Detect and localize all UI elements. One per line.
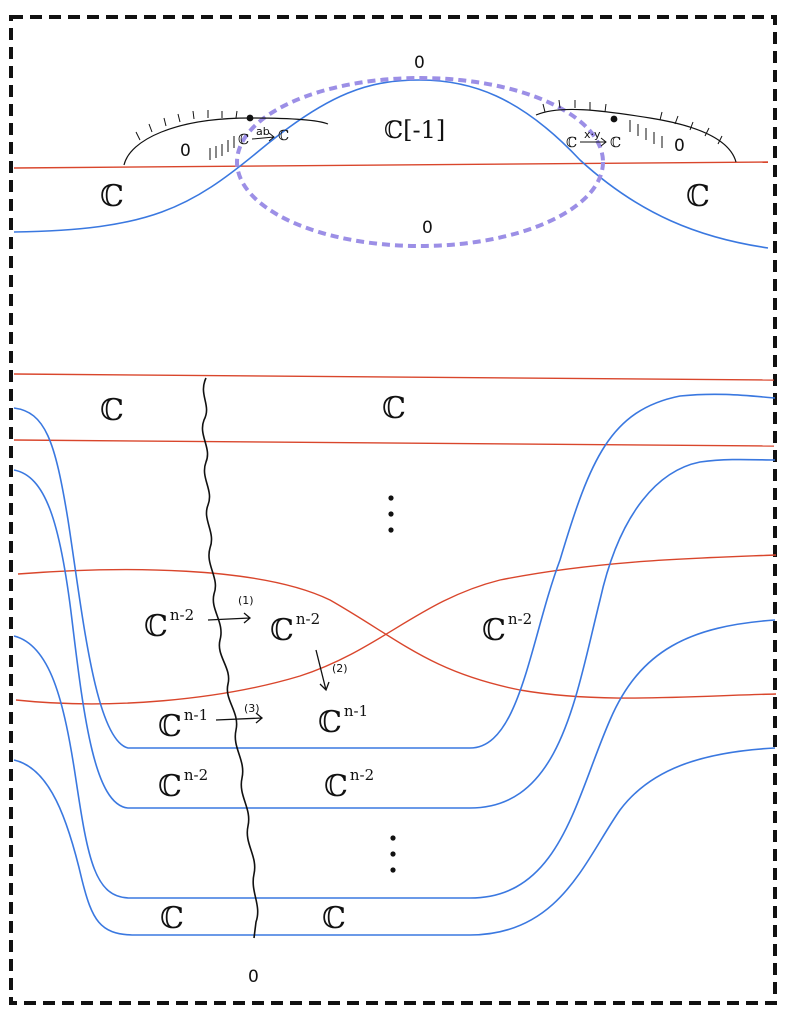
left-marked-point [246, 114, 254, 122]
vertical-dots-upper [388, 495, 394, 533]
red-curve-b [15, 554, 777, 705]
c-left-label: ℂ [100, 179, 124, 214]
zero-inner-label: 0 [422, 218, 433, 238]
zero-right-bump-label: 0 [674, 136, 685, 156]
left-hatched-arc [123, 117, 329, 166]
left-small-map: ℂ ab ℂ [238, 125, 289, 148]
left-map-target: ℂ [278, 128, 289, 144]
arrow-2: (2) [315, 649, 348, 692]
red-line-1 [13, 373, 775, 381]
dashed-ellipse [235, 76, 605, 248]
vertical-dots-lower [390, 835, 396, 873]
blue-u-curve-1 [13, 393, 776, 749]
zero-top-label: 0 [414, 53, 425, 73]
left-map-label: ab [256, 125, 270, 138]
arrow-3: (3) [215, 702, 264, 724]
arrow-1: (1) [207, 594, 254, 624]
left-map-source: ℂ [238, 132, 249, 148]
left-hatching [135, 110, 238, 160]
right-map-label: x·y [584, 128, 601, 141]
arrow-3-label: (3) [244, 702, 260, 715]
right-hatched-arc [535, 108, 737, 163]
red-curve-a [17, 568, 777, 699]
top-red-line [13, 161, 769, 169]
blue-u-curve-4 [13, 747, 776, 936]
c-right-label: ℂ [686, 179, 710, 214]
zero-bottom-label: 0 [248, 967, 259, 987]
right-marked-point [610, 115, 618, 123]
right-hatching [542, 99, 723, 148]
wiggly-vertical-line [201, 377, 259, 939]
c-bottom-mid-label: ℂ [322, 901, 346, 936]
right-small-map: ℂ x·y ℂ [566, 128, 621, 151]
arrow-1-label: (1) [238, 594, 254, 607]
top-panel: 0 0 0 0 ℂ ℂ ℂ[-1] C --> ℂ ab ℂ C --> ℂ x… [13, 53, 769, 249]
c-shift-label: ℂ[-1] [384, 116, 445, 144]
left-map-arrow [251, 132, 275, 142]
zero-left-bump-label: 0 [180, 141, 191, 161]
c-top-left-label: ℂ [100, 393, 124, 428]
top-blue-curve [13, 79, 769, 249]
red-line-2 [13, 439, 775, 447]
right-map-target: ℂ [610, 135, 621, 151]
blue-u-curve-3 [13, 619, 776, 899]
right-map-arrow [580, 137, 607, 147]
arrow-2-label: (2) [332, 662, 348, 675]
right-map-source: ℂ [566, 135, 577, 151]
c-bottom-left-label: ℂ [160, 901, 184, 936]
dashed-frame [9, 15, 777, 1005]
blue-u-curve-2 [13, 458, 776, 809]
c-top-mid-label: ℂ [382, 391, 406, 426]
